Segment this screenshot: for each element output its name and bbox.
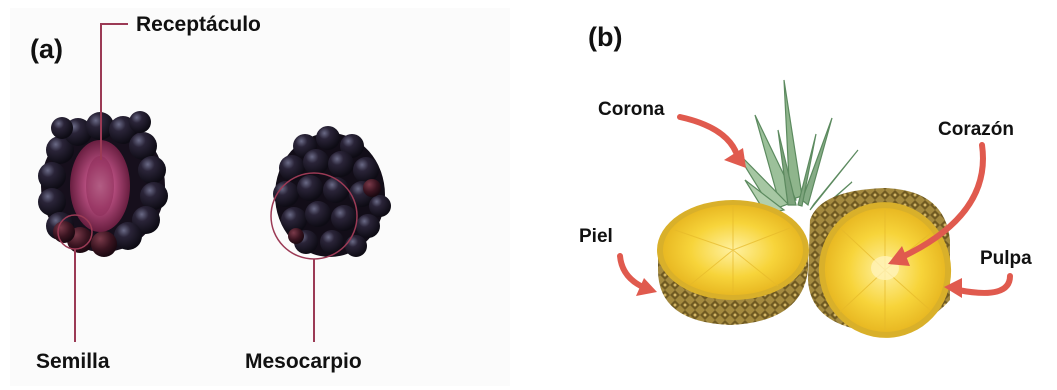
blackberry-whole [271, 126, 391, 259]
panel-label-a: (a) [30, 34, 63, 65]
corona-arrow [680, 117, 738, 158]
blackberry-illustration [0, 0, 520, 390]
pineapple-right-half [806, 188, 963, 350]
label-pulpa: Pulpa [980, 248, 1032, 270]
label-corona: Corona [598, 99, 665, 121]
label-receptaculo: Receptáculo [136, 13, 261, 37]
pineapple-illustration [540, 0, 1057, 390]
blackberry-cut-section [38, 111, 168, 257]
label-corazon: Corazón [938, 119, 1014, 141]
panel-label-b: (b) [588, 22, 622, 53]
pulpa-arrow [958, 276, 1010, 293]
pineapple-left-half [657, 200, 809, 325]
label-piel: Piel [579, 226, 613, 248]
panel-a-blackberry: (a) Receptáculo Semilla Mesocarpio [0, 0, 520, 390]
label-semilla: Semilla [36, 350, 110, 374]
piel-arrow [620, 256, 645, 288]
panel-b-pineapple: (b) Corona Corazón Piel Pulpa [540, 0, 1057, 390]
label-mesocarpio: Mesocarpio [245, 350, 362, 374]
pineapple-crown [735, 80, 858, 214]
